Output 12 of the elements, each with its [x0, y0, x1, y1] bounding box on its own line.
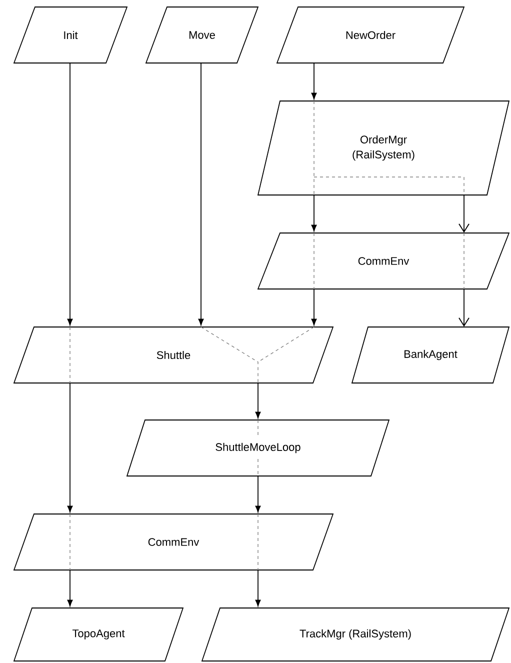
arrow [311, 62, 317, 100]
arrow [67, 570, 73, 606]
arrow [311, 194, 317, 232]
arrow [255, 382, 261, 418]
arrow [67, 382, 73, 512]
arrow [311, 288, 317, 326]
arrow [67, 62, 73, 326]
arrow [255, 570, 261, 606]
arrow [255, 476, 261, 512]
arrow [458, 288, 470, 327]
arrow [198, 62, 204, 326]
arrow [458, 194, 470, 233]
